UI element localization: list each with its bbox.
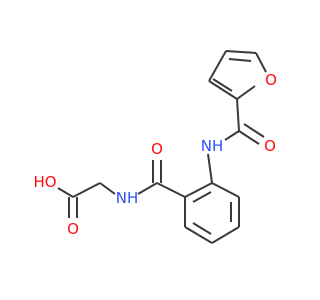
atom-acid-hydroxyl: HO (33, 173, 56, 191)
atom-amide2-oxygen: O (151, 140, 163, 158)
bond-furan-c3-c4 (208, 50, 227, 82)
bond-aryl-carbonyl (156, 182, 186, 198)
furoyl-amide (224, 98, 265, 145)
furan-ring (208, 50, 267, 100)
atom-amide1-nitrogen: NH (201, 137, 224, 155)
benzene-ring (184, 153, 240, 244)
bond-cooh-oh (57, 187, 74, 198)
bond-benzene-4 (184, 226, 213, 244)
bond-carbonyl-o-a (238, 130, 260, 145)
bond-furan-carbonyl (236, 98, 240, 132)
atom-furan-oxygen: O (265, 71, 277, 89)
bond-benzene-6 (184, 182, 213, 198)
bond-furan-c5-o (255, 52, 267, 73)
bond-carbonyl2-nh (137, 182, 158, 195)
bond-furan-c4-c5 (225, 50, 257, 54)
bond-carbonyl-o-b (243, 123, 265, 138)
atom-acid-carbonyl-oxygen: O (67, 220, 79, 238)
bond-ch2-cooh (72, 182, 101, 198)
bond-furan-o-c2 (236, 85, 256, 100)
molecule-structure: O O NH O NH O HO (33, 50, 277, 244)
bond-furan-c4-c5-inner (228, 58, 252, 62)
atom-amide2-nitrogen: NH (116, 189, 139, 207)
bond-nh-aryl (207, 153, 213, 184)
bond-benzene-3 (211, 226, 240, 244)
bond-nh-ch2 (99, 182, 116, 195)
bond-benzene-6-inner (192, 191, 212, 203)
bond-benzene-4-inner (192, 222, 212, 235)
benzamide (137, 160, 186, 198)
glycine-fragment (57, 182, 116, 218)
bond-carbonyl-nh (224, 130, 240, 141)
bond-furan-c2-c3 (208, 80, 238, 100)
atom-amide1-oxygen: O (264, 137, 276, 155)
bond-benzene-1 (211, 182, 240, 198)
bond-furan-c2-c3-inner (212, 78, 233, 92)
